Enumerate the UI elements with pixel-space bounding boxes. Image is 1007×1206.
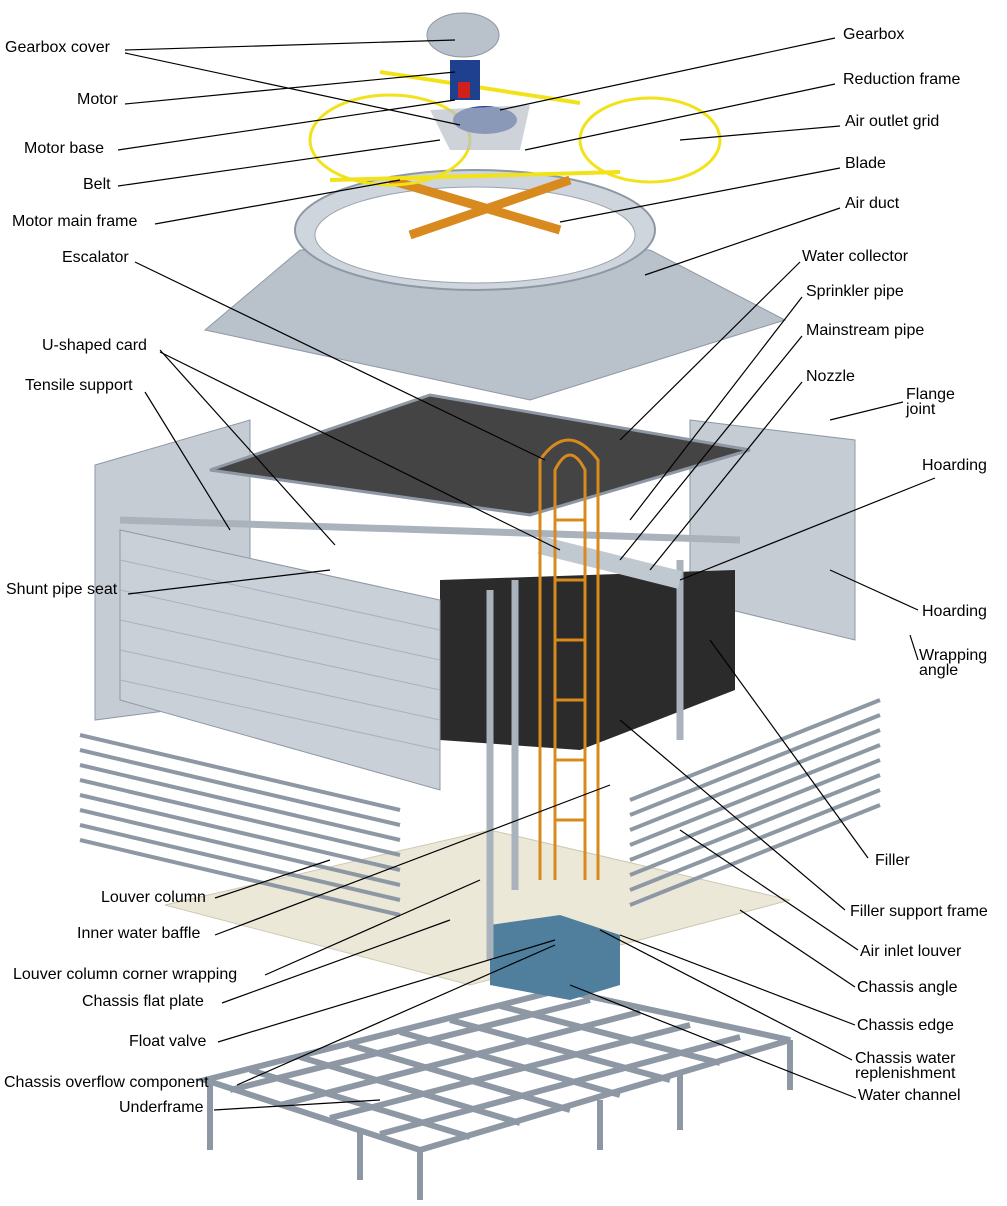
filler-block (440, 570, 735, 750)
motor-main-frame (430, 105, 530, 150)
label-hoarding-lower: Hoarding (922, 603, 987, 620)
water-channel (490, 915, 620, 1000)
label-hoarding-upper: Hoarding (922, 457, 987, 474)
label-gearbox: Gearbox (843, 26, 905, 43)
label-chassis-water-replenishment: Chassis water replenishment (855, 1050, 956, 1082)
label-water-collector: Water collector (802, 248, 909, 265)
label-louver-column-corner-wrapping: Louver column corner wrapping (13, 966, 238, 983)
label-wrapping-angle: Wrapping angle (919, 647, 988, 679)
label-motor: Motor (77, 91, 118, 108)
air-inlet-louver-right (629, 698, 881, 907)
escalator (538, 438, 600, 880)
label-gearbox-cover: Gearbox cover (5, 39, 110, 56)
label-air-duct: Air duct (845, 195, 900, 212)
label-chassis-flat-plate: Chassis flat plate (82, 993, 204, 1010)
mainstream-pipe (537, 536, 683, 589)
label-motor-base: Motor base (24, 140, 105, 157)
underframe (194, 986, 793, 1200)
label-filler: Filler (875, 852, 910, 869)
water-collector (209, 393, 751, 517)
blade (388, 175, 572, 240)
label-escalator: Escalator (62, 249, 129, 266)
leader-lines (117, 37, 936, 1111)
label-float-valve: Float valve (129, 1033, 207, 1050)
label-air-inlet-louver: Air inlet louver (860, 943, 962, 960)
label-chassis-edge: Chassis edge (857, 1017, 954, 1034)
label-sprinkler-pipe: Sprinkler pipe (806, 283, 904, 300)
label-underframe: Underframe (119, 1099, 204, 1116)
label-mainstream-pipe: Mainstream pipe (806, 322, 925, 339)
chassis-flat-plate (164, 829, 791, 986)
air-inlet-louver-left (79, 733, 401, 917)
label-blade: Blade (845, 155, 886, 172)
air-duct (203, 249, 787, 401)
sprinkler-frame (119, 516, 741, 960)
label-belt: Belt (83, 176, 111, 193)
label-louver-column: Louver column (101, 889, 206, 906)
hoarding-front (119, 529, 441, 791)
label-u-shaped-card: U-shaped card (42, 337, 147, 354)
label-nozzle: Nozzle (806, 368, 855, 385)
label-chassis-angle: Chassis angle (857, 979, 958, 996)
label-flange-joint: Flange joint (906, 386, 955, 418)
label-chassis-overflow-component: Chassis overflow component (4, 1074, 209, 1091)
label-reduction-frame: Reduction frame (843, 71, 961, 88)
label-inner-water-baffle: Inner water baffle (77, 925, 201, 942)
label-shunt-pipe-seat: Shunt pipe seat (6, 581, 118, 598)
label-air-outlet-grid: Air outlet grid (845, 113, 940, 130)
label-water-channel: Water channel (858, 1087, 961, 1104)
label-tensile-support: Tensile support (25, 377, 133, 394)
label-filler-support-frame: Filler support frame (850, 903, 988, 920)
label-motor-main-frame: Motor main frame (12, 213, 138, 230)
gearbox-cover (426, 12, 500, 58)
